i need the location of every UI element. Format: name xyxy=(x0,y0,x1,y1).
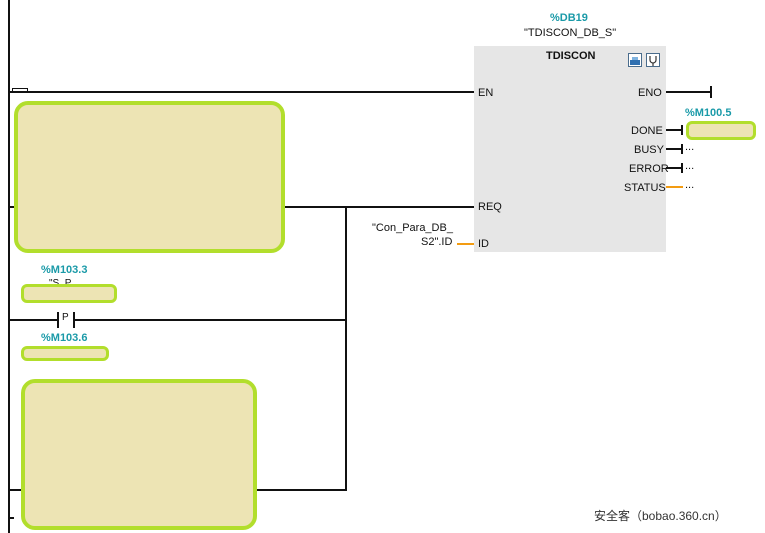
p-contact-wire-right xyxy=(75,319,346,321)
status-value[interactable]: ... xyxy=(685,179,695,191)
busy-wire-end xyxy=(681,144,683,154)
pin-id: ID xyxy=(478,238,489,250)
contact2-redacted xyxy=(21,346,109,361)
stethoscope-icon[interactable] xyxy=(646,53,660,67)
p-contact-label: P xyxy=(62,312,69,323)
req-wire xyxy=(283,206,474,208)
db-address[interactable]: %DB19 xyxy=(550,12,588,24)
done-redacted xyxy=(686,121,756,140)
done-wire xyxy=(666,129,682,131)
pin-req: REQ xyxy=(478,201,502,213)
status-wire xyxy=(666,186,683,188)
done-address[interactable]: %M100.5 xyxy=(685,107,732,119)
watermark: 安全客（bobao.360.cn） xyxy=(594,509,727,523)
contact1-redacted xyxy=(21,284,117,303)
pin-error: ERROR xyxy=(629,163,669,175)
id-param-line1[interactable]: "Con_Para_DB_ xyxy=(372,222,453,234)
contact1-address[interactable]: %M103.3 xyxy=(41,264,88,276)
error-wire xyxy=(666,167,682,169)
power-rail xyxy=(8,0,10,533)
redacted-region-top xyxy=(14,101,285,253)
tdiscon-block[interactable]: TDISCON xyxy=(474,46,666,252)
contact2-address[interactable]: %M103.6 xyxy=(41,332,88,344)
busy-wire xyxy=(666,148,682,150)
eno-wire xyxy=(666,91,710,93)
en-wire xyxy=(10,91,474,93)
done-wire-end xyxy=(681,125,683,135)
p-contact-bar-right xyxy=(73,312,75,328)
pin-en: EN xyxy=(478,87,494,99)
redacted-region-bottom xyxy=(21,379,257,530)
id-param-line2[interactable]: S2".ID xyxy=(421,236,453,248)
error-wire-end xyxy=(681,163,683,173)
eno-wire-end xyxy=(710,86,712,98)
block-title: TDISCON xyxy=(546,50,596,62)
p-contact-bar-left xyxy=(57,312,59,328)
busy-value[interactable]: ... xyxy=(685,141,695,153)
pin-busy: BUSY xyxy=(634,144,664,156)
id-wire xyxy=(457,243,474,245)
branch-vertical xyxy=(345,206,347,491)
bottom-wire-left xyxy=(10,489,22,491)
p-contact-wire-left xyxy=(10,319,58,321)
power-rail-tick xyxy=(8,517,14,519)
pin-eno: ENO xyxy=(638,87,662,99)
bottom-wire-right xyxy=(255,489,346,491)
contact1-partial-name: "S_P xyxy=(49,278,71,289)
block-icon-1[interactable] xyxy=(628,53,642,67)
pin-done: DONE xyxy=(631,125,663,137)
db-name[interactable]: "TDISCON_DB_S" xyxy=(524,27,617,39)
pin-status: STATUS xyxy=(624,182,666,194)
error-value[interactable]: ... xyxy=(685,160,695,172)
